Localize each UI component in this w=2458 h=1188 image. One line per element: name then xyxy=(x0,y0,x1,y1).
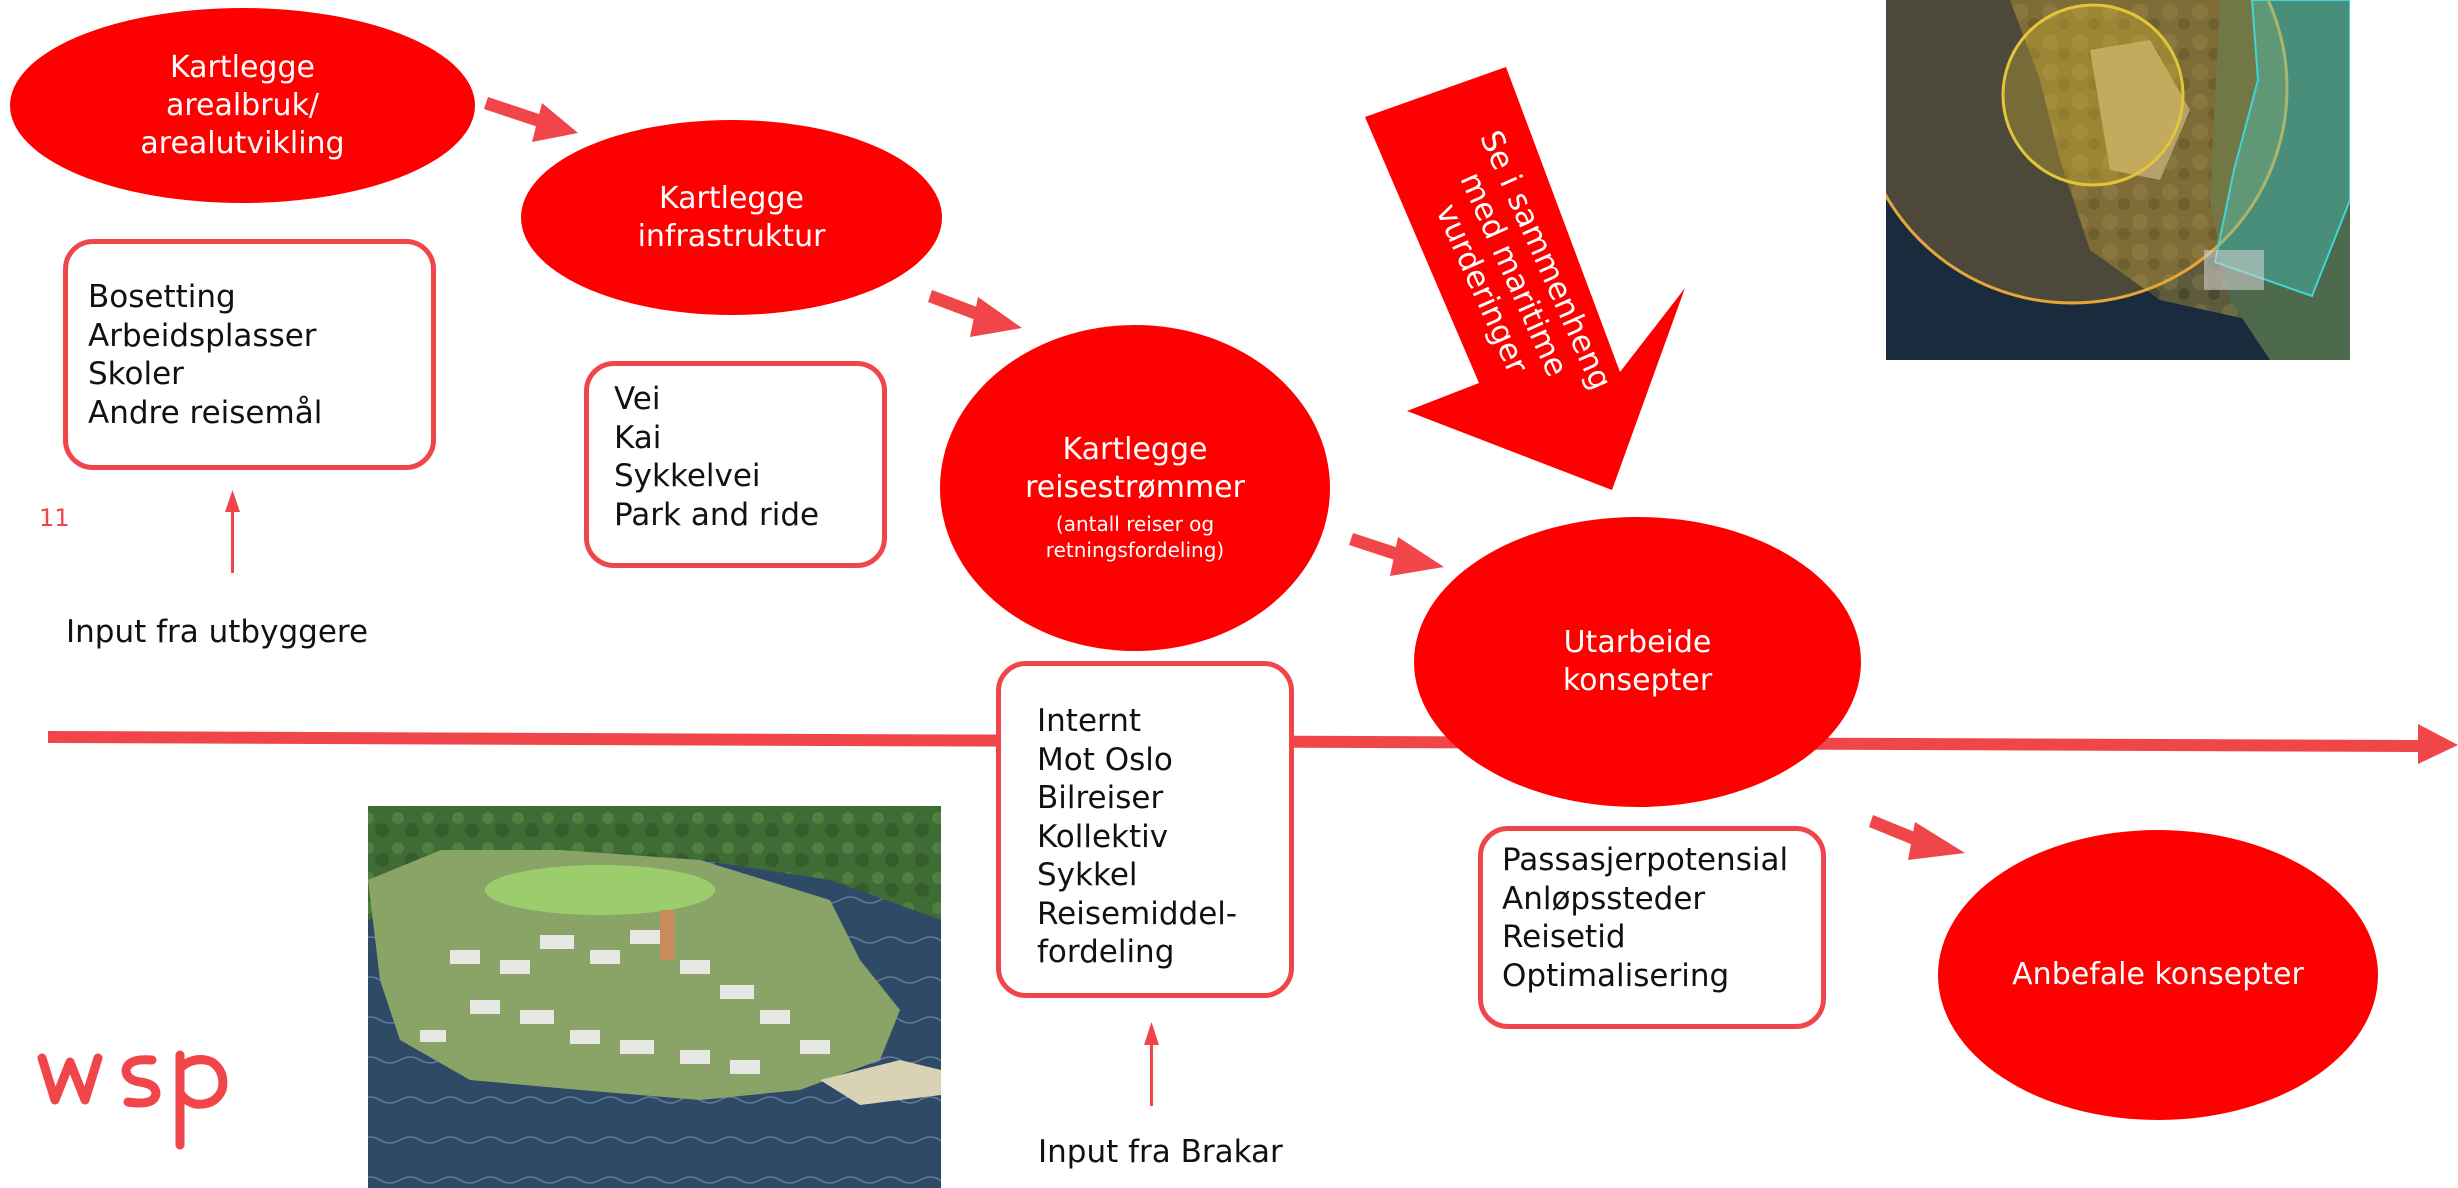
list-item: Passasjerpotensial xyxy=(1502,842,1789,878)
rendering-image xyxy=(368,806,941,1188)
list-item: Arbeidsplasser xyxy=(88,317,317,354)
node-title: Kartlegge reisestrømmer xyxy=(1025,432,1245,505)
list-item: fordeling xyxy=(1037,934,1175,970)
step-arrow-2 xyxy=(928,290,1022,337)
node-anbefale-konsepter: Anbefale konsepter xyxy=(1938,830,2378,1120)
list-item: Kollektiv xyxy=(1037,818,1169,855)
page-number: 11 xyxy=(39,504,70,532)
list-item: Optimalisering xyxy=(1502,957,1730,994)
list-item: Vei xyxy=(614,381,661,417)
box-infrastruktur-details: Vei Kai Sykkelvei Park and ride xyxy=(584,361,887,568)
input-label-utbyggere: Input fra utbyggere xyxy=(66,614,369,650)
list-item: Reisetid xyxy=(1502,919,1626,955)
map-image xyxy=(1886,0,2350,360)
input-arrow-utbyggere xyxy=(225,490,240,573)
list-item: Mot Oslo xyxy=(1037,741,1173,778)
node-title: Kartlegge infrastruktur xyxy=(637,180,826,254)
input-arrow-brakar xyxy=(1144,1022,1159,1106)
box-konsepter-details: Passasjerpotensial Anløpssteder Reisetid… xyxy=(1478,826,1826,1029)
list-item: Bosetting xyxy=(88,279,236,315)
list-item: Park and ride xyxy=(614,496,820,533)
box-reisestrommer-details: Internt Mot Oslo Bilreiser Kollektiv Syk… xyxy=(996,661,1294,998)
list-item: Anløpssteder xyxy=(1502,880,1706,917)
input-label-brakar: Input fra Brakar xyxy=(1038,1134,1283,1170)
list-item: Bilreiser xyxy=(1037,780,1164,816)
step-arrow-4 xyxy=(1869,815,1965,860)
list-item: Reisemiddel- xyxy=(1037,895,1238,932)
node-kartlegge-infrastruktur: Kartlegge infrastruktur xyxy=(521,120,942,315)
callout-arrow xyxy=(1365,67,1685,490)
list-item: Internt xyxy=(1037,703,1142,739)
list-item: Andre reisemål xyxy=(88,394,323,431)
list-item: Kai xyxy=(614,419,662,456)
list-item: Sykkelvei xyxy=(614,458,761,494)
node-title: Kartlegge arealbruk/ arealutvikling xyxy=(140,49,345,161)
list-item: Sykkel xyxy=(1037,857,1138,893)
step-arrow-1 xyxy=(484,97,578,142)
node-kartlegge-arealbruk: Kartlegge arealbruk/ arealutvikling xyxy=(10,8,475,203)
wsp-logo xyxy=(37,1050,228,1150)
box-arealbruk-details: Bosetting Arbeidsplasser Skoler Andre re… xyxy=(63,239,436,470)
node-title: Utarbeide konsepter xyxy=(1562,625,1713,698)
callout-text-wrap: Se i sammenheng med maritime vurderinger xyxy=(1428,98,1619,395)
node-utarbeide-konsepter: Utarbeide konsepter xyxy=(1414,517,1861,807)
list-item: Skoler xyxy=(88,356,184,392)
node-subtitle: (antall reiser og retningsfordeling) xyxy=(1045,512,1225,562)
node-kartlegge-reisestrommer: Kartlegge reisestrømmer (antall reiser o… xyxy=(940,325,1330,651)
node-title: Anbefale konsepter xyxy=(2012,957,2304,992)
step-arrow-3 xyxy=(1349,533,1444,576)
